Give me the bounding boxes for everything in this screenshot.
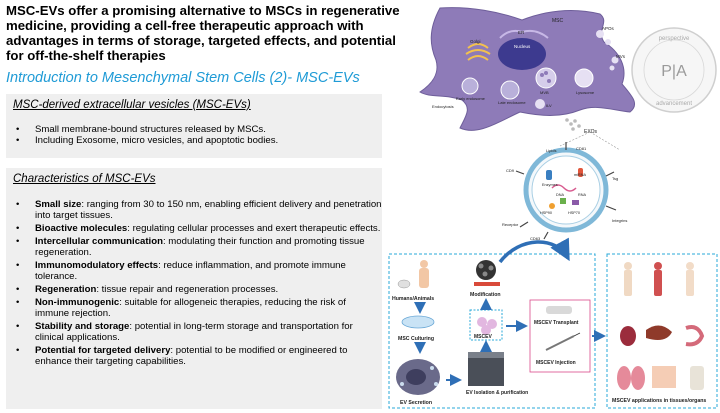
definition-list: Small membrane-bound structures released… xyxy=(6,124,382,147)
item-text: : reduce inflammation, and promote immun… xyxy=(35,259,346,282)
late-endosome-label: Late endosome xyxy=(498,100,526,105)
list-item: Intercellular communication: modulating … xyxy=(6,236,382,258)
endocytosis-label: Endocytosis xyxy=(432,104,454,109)
transplant-label: MSCEV Transplant xyxy=(534,320,579,326)
exos-label: EXOs xyxy=(584,129,598,135)
characteristics-heading: Characteristics of MSC-EVs xyxy=(13,173,156,185)
enzymes-label: Enzymes xyxy=(542,183,558,187)
er-shape xyxy=(499,29,549,39)
logo-monogram: P|A xyxy=(661,63,687,80)
applications-panel: MSCEV applications in tissues/organs xyxy=(606,253,718,409)
golgi-shape xyxy=(465,43,491,61)
illustration-panel: MSC ER Golgi Nucleus APOs MVs Early endo… xyxy=(388,7,718,409)
apos-label: APOs xyxy=(602,26,615,31)
item-text: : ranging from 30 to 150 nm, enabling ef… xyxy=(35,199,382,222)
list-item: Bioactive molecules: regulating cellular… xyxy=(6,223,382,234)
msc-cell-figure: MSC ER Golgi Nucleus APOs MVs Early endo… xyxy=(419,7,635,135)
lipids-label: Lipids xyxy=(546,148,556,153)
mvb-label: MVB xyxy=(540,90,549,95)
list-item: Immunomodulatory effects: reduce inflamm… xyxy=(6,260,382,282)
ev-isolation-label: EV Isolation & purification xyxy=(466,390,528,396)
cd81-label: CD81 xyxy=(576,146,587,151)
list-item: Small size: ranging from 30 to 150 nm, e… xyxy=(6,199,382,221)
receptor-label: Receptor xyxy=(502,222,519,227)
item-term: Bioactive molecules xyxy=(35,223,128,234)
pa-logo: P|A perspective advancement xyxy=(631,27,717,113)
nucleus-label: Nucleus xyxy=(514,44,531,49)
er-label: ER xyxy=(518,30,525,35)
rna-label: RNA xyxy=(578,193,586,197)
humans-animals-label: Humans/Animals xyxy=(392,296,434,302)
definition-heading: MSC-derived extracellular vesicles (MSC-… xyxy=(13,99,251,111)
mscev-label: MSCEV xyxy=(474,334,492,340)
nucleus-shape xyxy=(498,38,546,70)
item-term: Potential for targeted delivery xyxy=(35,344,171,356)
early-endosome-shape xyxy=(461,77,479,95)
hsp70-label: HSP70 xyxy=(568,211,580,215)
late-endosome-shape xyxy=(500,80,520,100)
mirna-label: miRNA xyxy=(574,173,586,177)
item-text: : regulating cellular processes and exer… xyxy=(127,223,381,234)
item-text: : potential to be modified or engineered… xyxy=(35,344,348,367)
mvb-shape xyxy=(535,67,557,89)
list-item: Small membrane-bound structures released… xyxy=(6,124,382,135)
dna-label: DNA xyxy=(556,193,564,197)
ev-secretion-label: EV Secretion xyxy=(400,400,432,406)
administration-box xyxy=(529,299,591,373)
item-term: Regeneration xyxy=(35,283,97,295)
tsg-label: Tsg xyxy=(612,176,618,181)
list-item: Including Exosome, micro vesicles, and a… xyxy=(6,135,382,146)
ilv-label: ILV xyxy=(546,103,552,108)
integrins-label: Integrins xyxy=(612,218,627,223)
item-text: : suitable for allogeneic therapies, red… xyxy=(35,296,346,319)
early-endosome-label: Early endosome xyxy=(456,96,486,101)
msc-ev-definition-box: MSC-derived extracellular vesicles (MSC-… xyxy=(6,94,382,158)
applications-label: MSCEV applications in tissues/organs xyxy=(612,398,706,404)
golgi-label: Golgi xyxy=(470,39,481,44)
item-term: Non-immunogenic xyxy=(35,296,120,308)
injection-label: MSCEV Injection xyxy=(536,360,576,366)
item-text: : tissue repair and regeneration process… xyxy=(96,283,279,295)
item-term: Intercellular communication xyxy=(35,235,163,247)
exosome-figure: Lipids CD81 CD9 miRNA Enzymes DNA RNA HS… xyxy=(502,142,627,241)
cd63-label: CD63 xyxy=(530,236,541,241)
logo-arc-bottom: advancement xyxy=(656,101,692,107)
mscev-box xyxy=(469,309,503,341)
hsp90-label: HSP90 xyxy=(540,211,552,215)
cd9-label: CD9 xyxy=(506,168,515,173)
item-text: : modulating their function and promotin… xyxy=(35,235,365,258)
lysosome-label: Lysosome xyxy=(576,90,595,95)
list-item: Regeneration: tissue repair and regenera… xyxy=(6,284,382,295)
msc-label: MSC xyxy=(552,18,564,24)
item-term: Immunomodulatory effects xyxy=(35,259,159,271)
mvs-label: MVs xyxy=(616,54,626,59)
list-item: Stability and storage: potential in long… xyxy=(6,321,382,343)
logo-arc-top: perspective xyxy=(659,36,690,42)
slide-title: MSC-EVs offer a promising alternative to… xyxy=(6,3,400,63)
item-term: Stability and storage xyxy=(35,320,130,332)
item-term: Small size xyxy=(35,199,82,210)
lysosome-shape xyxy=(574,68,594,88)
item-text: : potential in long-term storage and tra… xyxy=(35,320,353,343)
ilv-shape xyxy=(535,99,545,109)
ev-isolation-text: EV Isolation & purification xyxy=(466,390,528,396)
workflow-diagram: Humans/Animals MSC Culturing EV Secretio… xyxy=(388,237,606,409)
list-item: Non-immunogenic: suitable for allogeneic… xyxy=(6,297,382,319)
msc-culturing-label: MSC Culturing xyxy=(398,336,434,342)
characteristics-box: Characteristics of MSC-EVs Small size: r… xyxy=(6,168,382,409)
list-item: Potential for targeted delivery: potenti… xyxy=(6,345,382,367)
slide-subtitle: Introduction to Mesenchymal Stem Cells (… xyxy=(6,70,360,86)
characteristics-list: Small size: ranging from 30 to 150 nm, e… xyxy=(6,199,382,367)
modification-label: Modification xyxy=(470,292,501,298)
